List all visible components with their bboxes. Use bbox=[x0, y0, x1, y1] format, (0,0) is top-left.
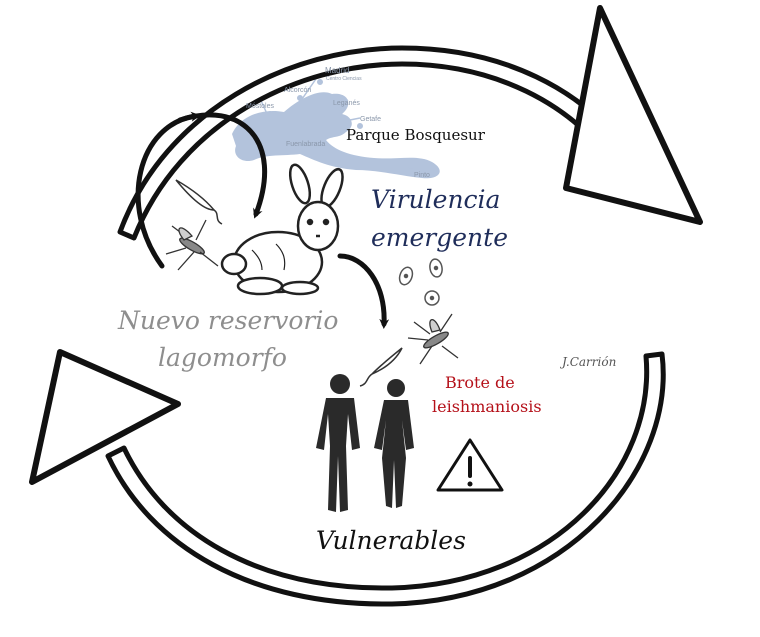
madrid-map bbox=[232, 75, 440, 179]
rabbit-icon bbox=[220, 163, 344, 296]
flow-arrow-map-to-rabbit bbox=[177, 112, 268, 219]
flow-arrow-left bbox=[135, 111, 201, 269]
cycle-arrow-top bbox=[117, 5, 703, 241]
sandfly-icon-left bbox=[165, 219, 219, 271]
warning-triangle-icon bbox=[436, 438, 504, 492]
reservoir-label-line2: lagomorfo bbox=[158, 343, 287, 372]
map-label-madrid: Madrid bbox=[325, 66, 350, 75]
virulence-label-line2: emergente bbox=[371, 223, 508, 252]
virulence-label-line1: Virulencia bbox=[371, 185, 501, 214]
park-label: Parque Bosquesur bbox=[346, 126, 485, 144]
human-male-icon bbox=[316, 374, 360, 512]
map-label-mostoles: Móstoles bbox=[246, 103, 275, 110]
human-female-icon bbox=[374, 379, 414, 508]
promastigote-icon-right bbox=[359, 347, 403, 387]
sandfly-icon-right bbox=[407, 313, 459, 365]
map-label-alcorcon: Alcorcón bbox=[284, 87, 312, 94]
flow-arrow-rabbit-to-humans bbox=[337, 253, 390, 329]
outbreak-label-line1: Brote de bbox=[445, 373, 515, 392]
map-label-fuenlabrada: Fuenlabrada bbox=[286, 141, 326, 148]
promastigote-icon-left bbox=[175, 179, 223, 225]
map-label-leganes: Leganés bbox=[333, 100, 360, 107]
amastigote-icons bbox=[398, 258, 443, 306]
map-label-pinto: Pinto bbox=[414, 172, 430, 179]
map-label-getafe: Getafe bbox=[360, 116, 382, 123]
cycle-arrow-bottom bbox=[29, 349, 666, 607]
map-label-madrid-sub: Centro Ciencias bbox=[326, 76, 362, 82]
outbreak-label-line2: leishmaniosis bbox=[432, 397, 542, 416]
reservoir-label-line1: Nuevo reservorio bbox=[118, 306, 339, 335]
author-signature: J.Carrión bbox=[562, 355, 617, 369]
vulnerable-label: Vulnerables bbox=[316, 526, 466, 555]
